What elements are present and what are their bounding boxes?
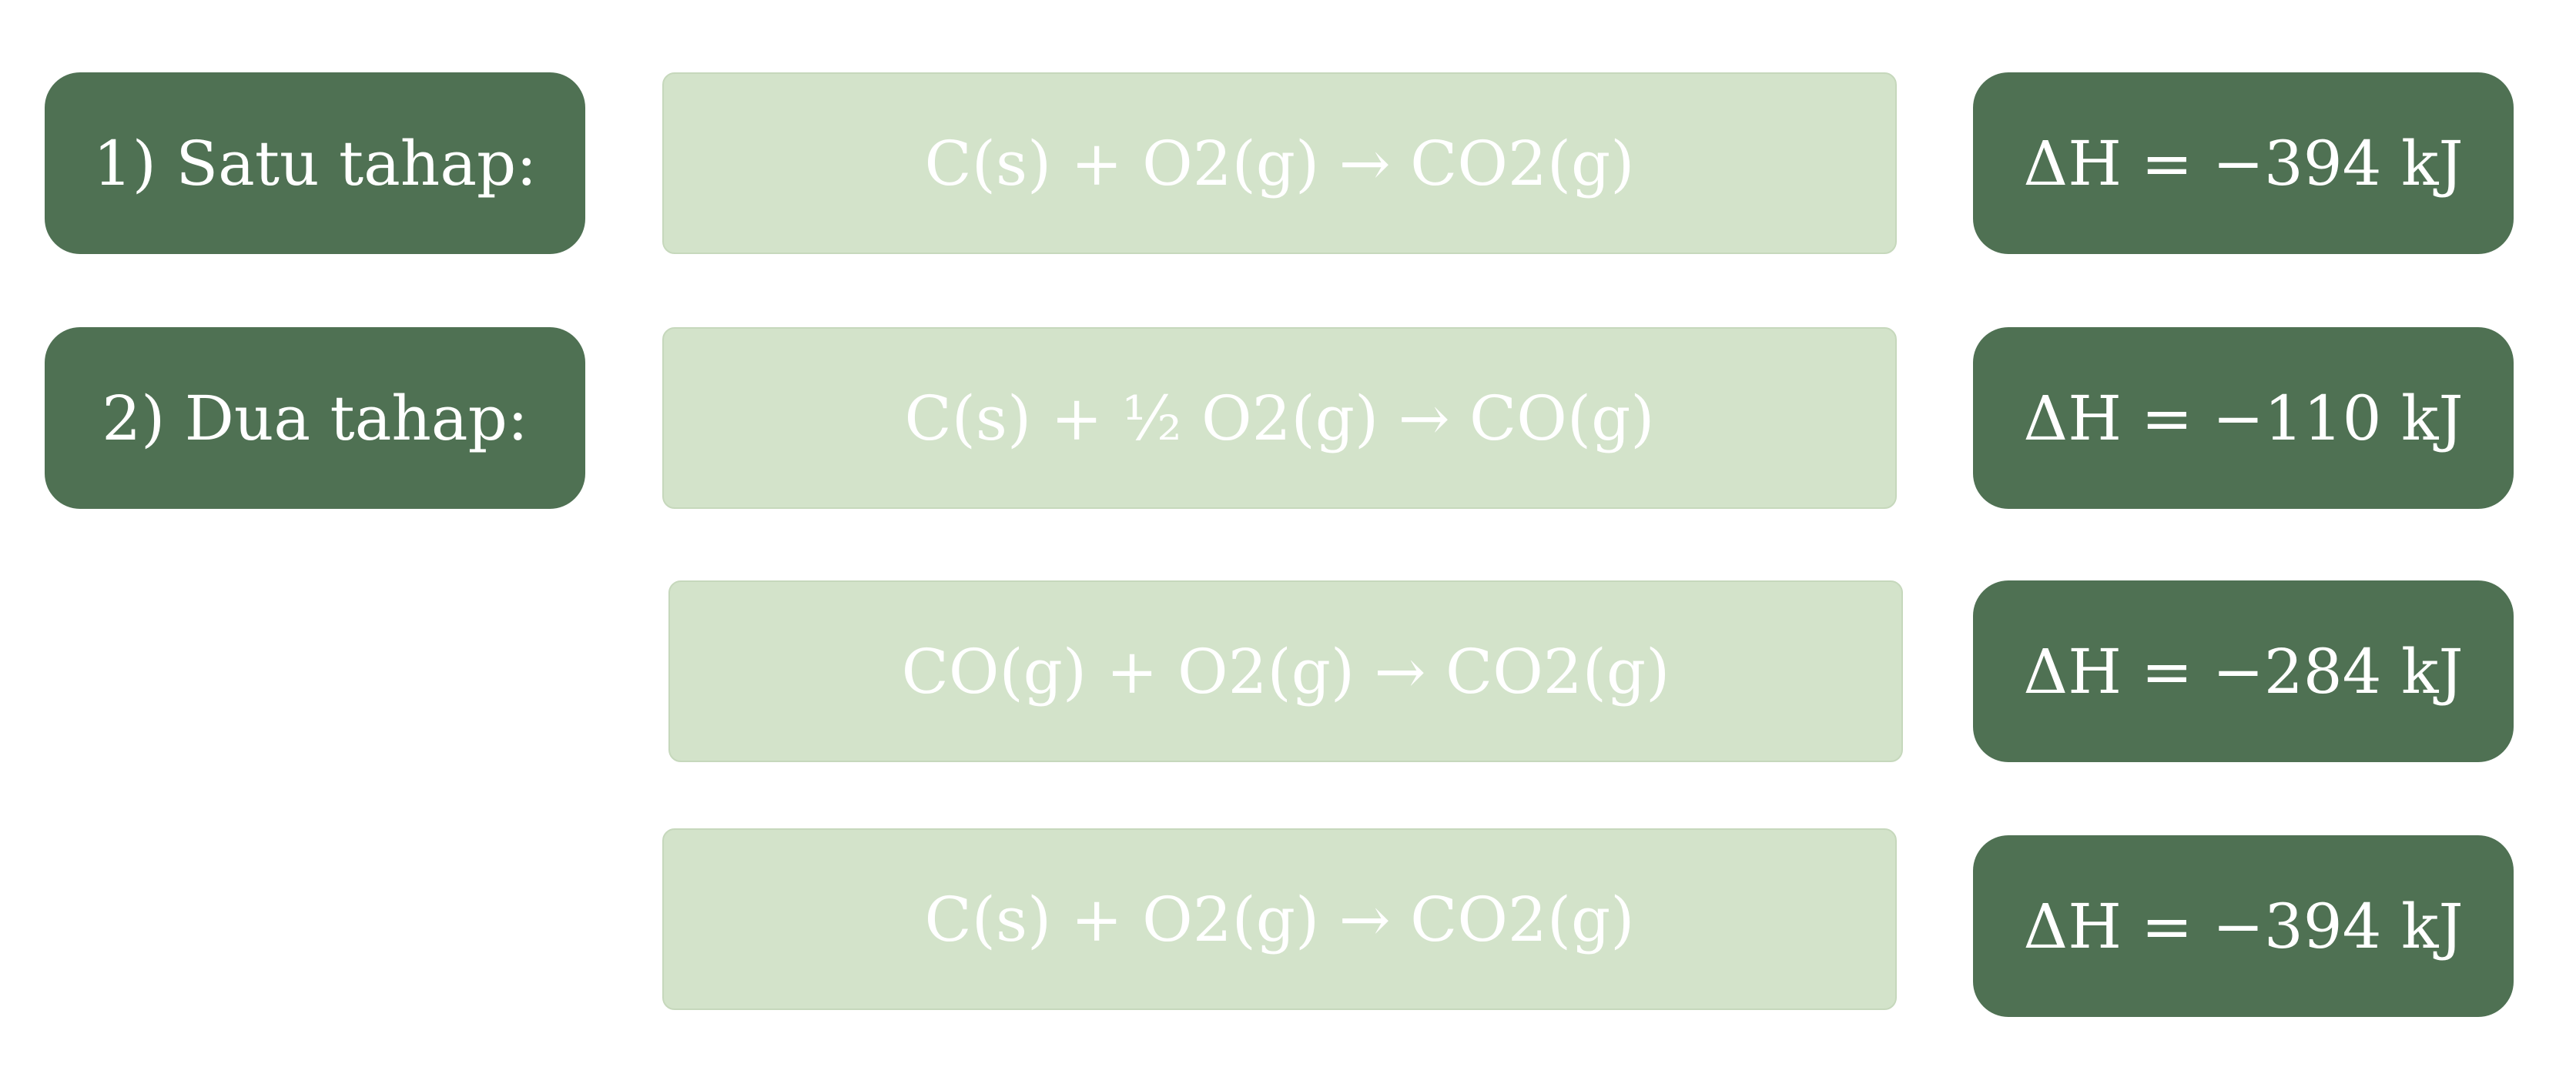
step-label-one-stage: 1) Satu tahap:: [45, 72, 585, 254]
equation-text: C(s) + O2(g) → CO2(g): [924, 127, 1635, 199]
step-label-text: 2) Dua tahap:: [102, 382, 528, 454]
step-label-two-stage: 2) Dua tahap:: [45, 327, 585, 509]
equation-box: C(s) + O2(g) → CO2(g): [662, 72, 1897, 254]
equation-text: C(s) + ½ O2(g) → CO(g): [904, 382, 1655, 454]
enthalpy-text: ΔH = −394 kJ: [2023, 890, 2464, 962]
enthalpy-text: ΔH = −394 kJ: [2023, 127, 2464, 199]
equation-box: C(s) + ½ O2(g) → CO(g): [662, 327, 1897, 509]
enthalpy-text: ΔH = −110 kJ: [2023, 382, 2464, 454]
enthalpy-box: ΔH = −394 kJ: [1973, 72, 2514, 254]
enthalpy-text: ΔH = −284 kJ: [2023, 635, 2464, 707]
enthalpy-box-total: ΔH = −394 kJ: [1973, 835, 2514, 1017]
step-label-text: 1) Satu tahap:: [92, 127, 538, 199]
equation-text: C(s) + O2(g) → CO2(g): [924, 883, 1635, 955]
equation-text: CO(g) + O2(g) → CO2(g): [901, 635, 1670, 707]
equation-box: CO(g) + O2(g) → CO2(g): [668, 580, 1903, 762]
enthalpy-box: ΔH = −284 kJ: [1973, 580, 2514, 762]
equation-box-total: C(s) + O2(g) → CO2(g): [662, 828, 1897, 1010]
enthalpy-box: ΔH = −110 kJ: [1973, 327, 2514, 509]
